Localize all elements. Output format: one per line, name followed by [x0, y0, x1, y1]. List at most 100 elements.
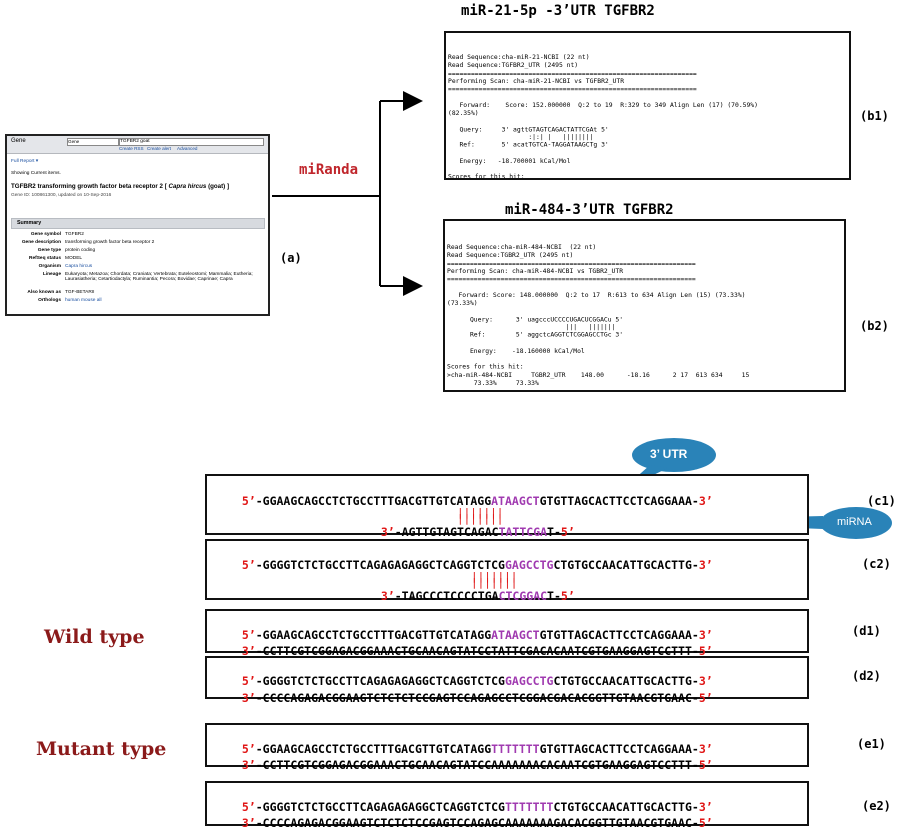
summary-value: Eukaryota; Metazoa; Chordata; Craniata; … — [65, 272, 253, 282]
c2-duplex-box — [205, 539, 809, 600]
d1-box — [205, 609, 809, 653]
tag-a: (a) — [280, 251, 302, 265]
b2-output-line — [447, 339, 788, 347]
d1-site: ATAAGCT — [491, 628, 540, 642]
miranda-label: miRanda — [299, 162, 359, 178]
d1-sense: 5’-GGAAGCAGCCTCTGCCTTTGACGTTGTCATAGGATAA… — [241, 628, 713, 642]
b2-output-line: Ref: 5' aggctcAGGTCTCGGAGCCTGc 3' — [447, 330, 624, 339]
b2-output-line — [447, 307, 788, 315]
b2-output-line — [447, 283, 788, 291]
summary-value: transforming growth factor beta receptor… — [65, 240, 155, 245]
mirna-bubble — [820, 507, 892, 539]
summary-value: protein coding — [65, 248, 96, 253]
d1-antisense: 3’-CCTTCGTCGGAGACGGAAACTGCAACAGTATCCTATT… — [241, 644, 713, 658]
gene-title-species: Capra hircus — [168, 183, 207, 190]
summary-key: Also known as — [27, 290, 61, 295]
summary-value: TGF-BETARII — [65, 290, 95, 295]
summary-key: Gene type — [37, 248, 61, 253]
b2-output-line: ||| ||||||| — [447, 322, 616, 331]
search-input[interactable]: TGFBR2 goat — [119, 138, 264, 146]
full-report-link[interactable]: Full Report ▾ — [11, 159, 39, 164]
tag-d1: (d1) — [852, 624, 881, 638]
b1-output-line: (82.35%) — [448, 108, 479, 117]
tag-c2: (c2) — [862, 557, 891, 571]
b1-output-line — [448, 149, 793, 157]
b2-output-line: Read Sequence:cha-miR-484-NCBI (22 nt) — [447, 242, 597, 251]
e2-antisense: 3’-CCCCAGAGACGGAAGTCTCTCTCCGAGTCCAGAGCAA… — [241, 816, 713, 830]
tag-b2: (b2) — [860, 319, 889, 333]
b1-output-line: Performing Scan: cha-miR-21-NCBI vs TGFB… — [448, 76, 625, 85]
wild-type-label: Wild type — [44, 626, 145, 648]
create-rss-link[interactable]: Create RSS — [119, 146, 144, 151]
gene-title: TGFBR2 transforming growth factor beta r… — [11, 183, 229, 190]
c2-mirna-strand: 3’-TAGCCCTCCCCTGACTCGGACT-5’ — [380, 589, 575, 603]
b1-output-line: Scores for this hit: — [448, 172, 525, 180]
b1-title: miR-21-5p -3’UTR TGFBR2 — [461, 3, 655, 19]
c1-target-site: ATAAGCT — [491, 494, 540, 508]
b2-output-line: >cha-miR-484-NCBI TGBR2_UTR 148.00 -18.1… — [447, 370, 750, 379]
utr-bubble-label: 3’ UTR — [650, 447, 688, 461]
b2-scan-output: Read Sequence:cha-miR-484-NCBI (22 nt)Re… — [443, 219, 846, 392]
gene-title-symbol: TGFBR2 — [11, 183, 36, 190]
d2-site: GAGCCTG — [504, 674, 554, 688]
b2-output-line — [447, 355, 788, 363]
summary-value: TGFBR2 — [65, 232, 84, 237]
e1-mutated-site: TTTTTTT — [491, 742, 540, 756]
e1-antisense: 3’-CCTTCGTCGGAGACGGAAACTGCAACAGTATCCAAAA… — [241, 758, 713, 772]
summary-value: Capra hircus — [65, 264, 93, 269]
summary-key: Gene symbol — [30, 232, 61, 237]
c1-target-strand: 5’-GGAAGCAGCCTCTGCCTTTGACGTTGTCATAGGATAA… — [241, 494, 713, 508]
summary-key: Orthologs — [38, 298, 61, 303]
tag-e2: (e2) — [862, 799, 891, 813]
e1-box — [205, 723, 809, 767]
ncbi-search-bar: Gene Gene TGFBR2 goat Create RSS Create … — [7, 136, 268, 154]
summary-key: RefSeq status — [29, 256, 61, 261]
b1-output-line: Read Sequence:cha-miR-21-NCBI (22 nt) — [448, 52, 590, 61]
b2-output-line: (73.33%) — [447, 298, 478, 307]
b1-output-line — [448, 93, 793, 101]
e2-mutated-site: TTTTTTT — [504, 800, 554, 814]
d2-antisense: 3’-CCCCAGAGACGGAAGTCTCTCTCCGAGTCCAGAGCCT… — [241, 691, 713, 705]
b1-output-line: Energy: -18.700001 kCal/Mol — [448, 156, 571, 165]
db-select[interactable]: Gene — [67, 138, 119, 146]
d2-box — [205, 656, 809, 699]
b1-output-line: ========================================… — [448, 84, 697, 93]
summary-key: Lineage — [42, 272, 61, 277]
gene-title-name: transforming growth factor beta receptor… — [37, 183, 167, 190]
db-label: Gene — [11, 138, 26, 144]
create-alert-link[interactable]: Create alert — [147, 146, 172, 151]
b1-scan-output: Read Sequence:cha-miR-21-NCBI (22 nt)Rea… — [444, 31, 851, 180]
advanced-link[interactable]: Advanced — [177, 146, 198, 151]
b2-output-line: ========================================… — [447, 258, 696, 267]
b2-output-line: Read Sequence:TGBR2_UTR (2495 nt) — [447, 250, 574, 259]
b2-output-line: Scores for this hit: — [447, 362, 524, 371]
b2-output-line: Performing Scan: cha-miR-484-NCBI vs TGB… — [447, 266, 624, 275]
c1-seed: TATTCGA — [498, 525, 548, 539]
summary-header[interactable]: Summary — [11, 218, 265, 229]
utr-bubble — [632, 438, 716, 472]
b1-output-line: Ref: 5' acatTGTCA-TAGGATAAGCTg 3' — [448, 140, 609, 149]
e2-box — [205, 781, 809, 826]
b1-output-line: Query: 3' agttGTAGTCAGACTATTCGAt 5' — [448, 124, 609, 133]
b1-output-line: :|:| | |||||||| — [448, 132, 594, 141]
c2-target-site: GAGCCTG — [504, 558, 554, 572]
e2-sense: 5’-GGGGTCTCTGCCTTCAGAGAGAGGCTCAGGTCTCGTT… — [241, 800, 713, 814]
c1-duplex-box — [205, 474, 809, 535]
c1-mirna-strand: 3’-AGTTGTAGTCAGACTATTCGAT-5’ — [380, 525, 575, 539]
b1-output-line: Forward: Score: 152.000000 Q:2 to 19 R:3… — [448, 100, 758, 109]
b1-output-line: ========================================… — [448, 68, 697, 77]
summary-label: Summary — [17, 220, 42, 226]
summary-value: MODEL — [65, 256, 83, 261]
mirna-bubble-label: miRNA — [837, 516, 872, 528]
b1-output-line: Read Sequence:TGFBR2_UTR (2495 nt) — [448, 60, 579, 69]
b2-output-line: 73.33% 73.33% — [447, 378, 539, 387]
showing-text: Showing Current items. — [11, 171, 61, 176]
gene-id: Gene ID: 100861300, updated on 10-Sep-20… — [11, 193, 112, 198]
tag-e1: (e1) — [857, 737, 886, 751]
b2-title: miR-484-3’UTR TGFBR2 — [505, 202, 674, 218]
ncbi-gene-panel: Gene Gene TGFBR2 goat Create RSS Create … — [5, 134, 270, 316]
d2-sense: 5’-GGGGTCTCTGCCTTCAGAGAGAGGCTCAGGTCTCGGA… — [241, 674, 713, 688]
tag-c1: (c1) — [867, 494, 896, 508]
b2-output-line: Forward: Score: 148.000000 Q:2 to 17 R:6… — [447, 290, 746, 299]
b1-output-line — [448, 165, 793, 173]
